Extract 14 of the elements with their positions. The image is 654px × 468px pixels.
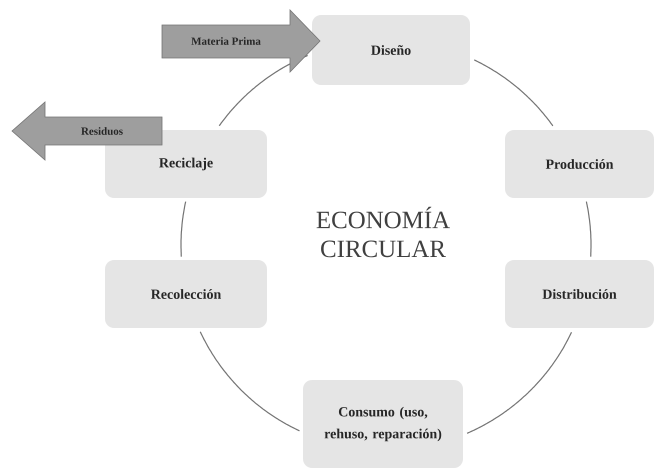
connector-arc — [200, 332, 300, 432]
edge-label: Materia Prima — [190, 36, 262, 46]
connector-arc — [586, 202, 592, 257]
stage-box: Recolección — [105, 260, 267, 328]
stage-box: Consumo (uso, rehuso, reparación) — [303, 380, 463, 468]
connector-arc — [474, 59, 554, 126]
stage-box: Diseño — [312, 15, 470, 85]
block-arrow — [162, 9, 321, 73]
stage-box: Distribución — [505, 260, 654, 328]
block-arrow — [11, 101, 162, 161]
center-title: ECONOMÍA CIRCULAR — [316, 206, 450, 258]
connector-arc — [180, 201, 186, 257]
connector-arc — [466, 332, 572, 434]
stage-box: Producción — [505, 130, 654, 198]
